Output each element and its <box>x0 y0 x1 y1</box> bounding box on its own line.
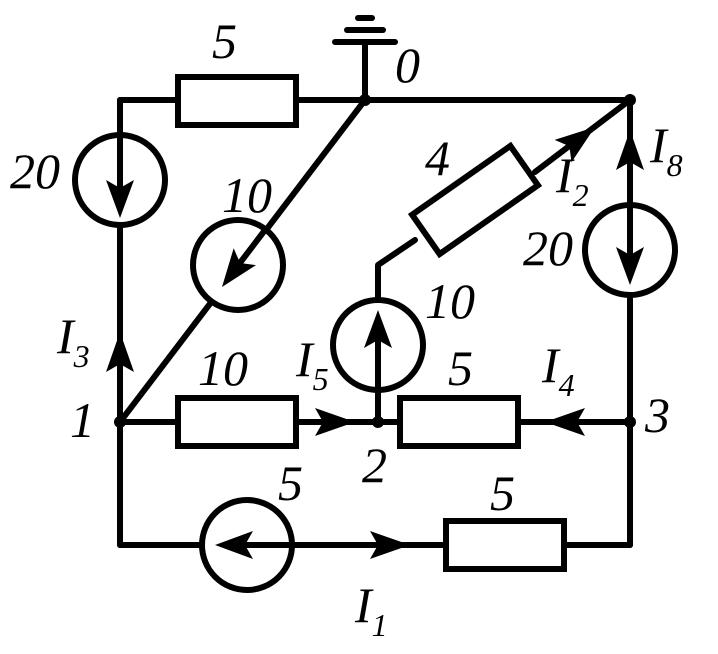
source-left <box>72 132 168 228</box>
label-node-3: 3 <box>644 387 670 443</box>
label-source-left: 20 <box>10 143 60 199</box>
label-current-I1: I1 <box>354 577 388 643</box>
resistor-diagonal <box>407 141 543 259</box>
label-current-I8: I8 <box>649 117 683 183</box>
ground-icon <box>332 15 398 45</box>
arrow-I1 <box>370 531 410 559</box>
label-source-bottom: 5 <box>278 455 303 511</box>
label-node-1: 1 <box>70 392 95 448</box>
label-current-I5: I5 <box>295 331 329 397</box>
label-source-diagonal: 10 <box>222 167 272 223</box>
label-current-I4: I4 <box>541 337 575 403</box>
node-dot-2 <box>372 416 384 428</box>
arrow-I8 <box>616 130 644 170</box>
arrow-I3 <box>106 332 134 372</box>
node-dot-top-right <box>624 94 636 106</box>
arrow-I5 <box>315 408 355 436</box>
node-dot-0 <box>359 94 371 106</box>
label-node-0: 0 <box>395 37 420 93</box>
label-node-2: 2 <box>362 437 387 493</box>
label-resistor-diagonal: 4 <box>425 130 450 186</box>
node-dot-1 <box>114 416 126 428</box>
label-source-right: 20 <box>523 220 573 276</box>
resistor-top <box>175 74 299 128</box>
label-resistor-bottom: 5 <box>490 465 515 521</box>
label-source-vertical: 10 <box>425 273 475 329</box>
label-current-I2: I2 <box>555 147 589 213</box>
arrow-I4 <box>545 408 585 436</box>
source-diagonal <box>190 217 286 313</box>
label-resistor-top: 5 <box>212 13 237 69</box>
label-resistor-1-2: 10 <box>198 340 248 396</box>
resistor-1-2 <box>175 395 299 449</box>
source-vertical <box>330 297 426 393</box>
source-bottom <box>199 497 295 593</box>
node-dot-3 <box>624 416 636 428</box>
source-right <box>582 202 678 298</box>
arrow-I2 <box>554 127 595 163</box>
label-resistor-2-3: 5 <box>448 340 473 396</box>
label-current-I3: I3 <box>56 308 90 374</box>
resistor-bottom <box>443 518 567 572</box>
resistor-2-3 <box>397 395 521 449</box>
